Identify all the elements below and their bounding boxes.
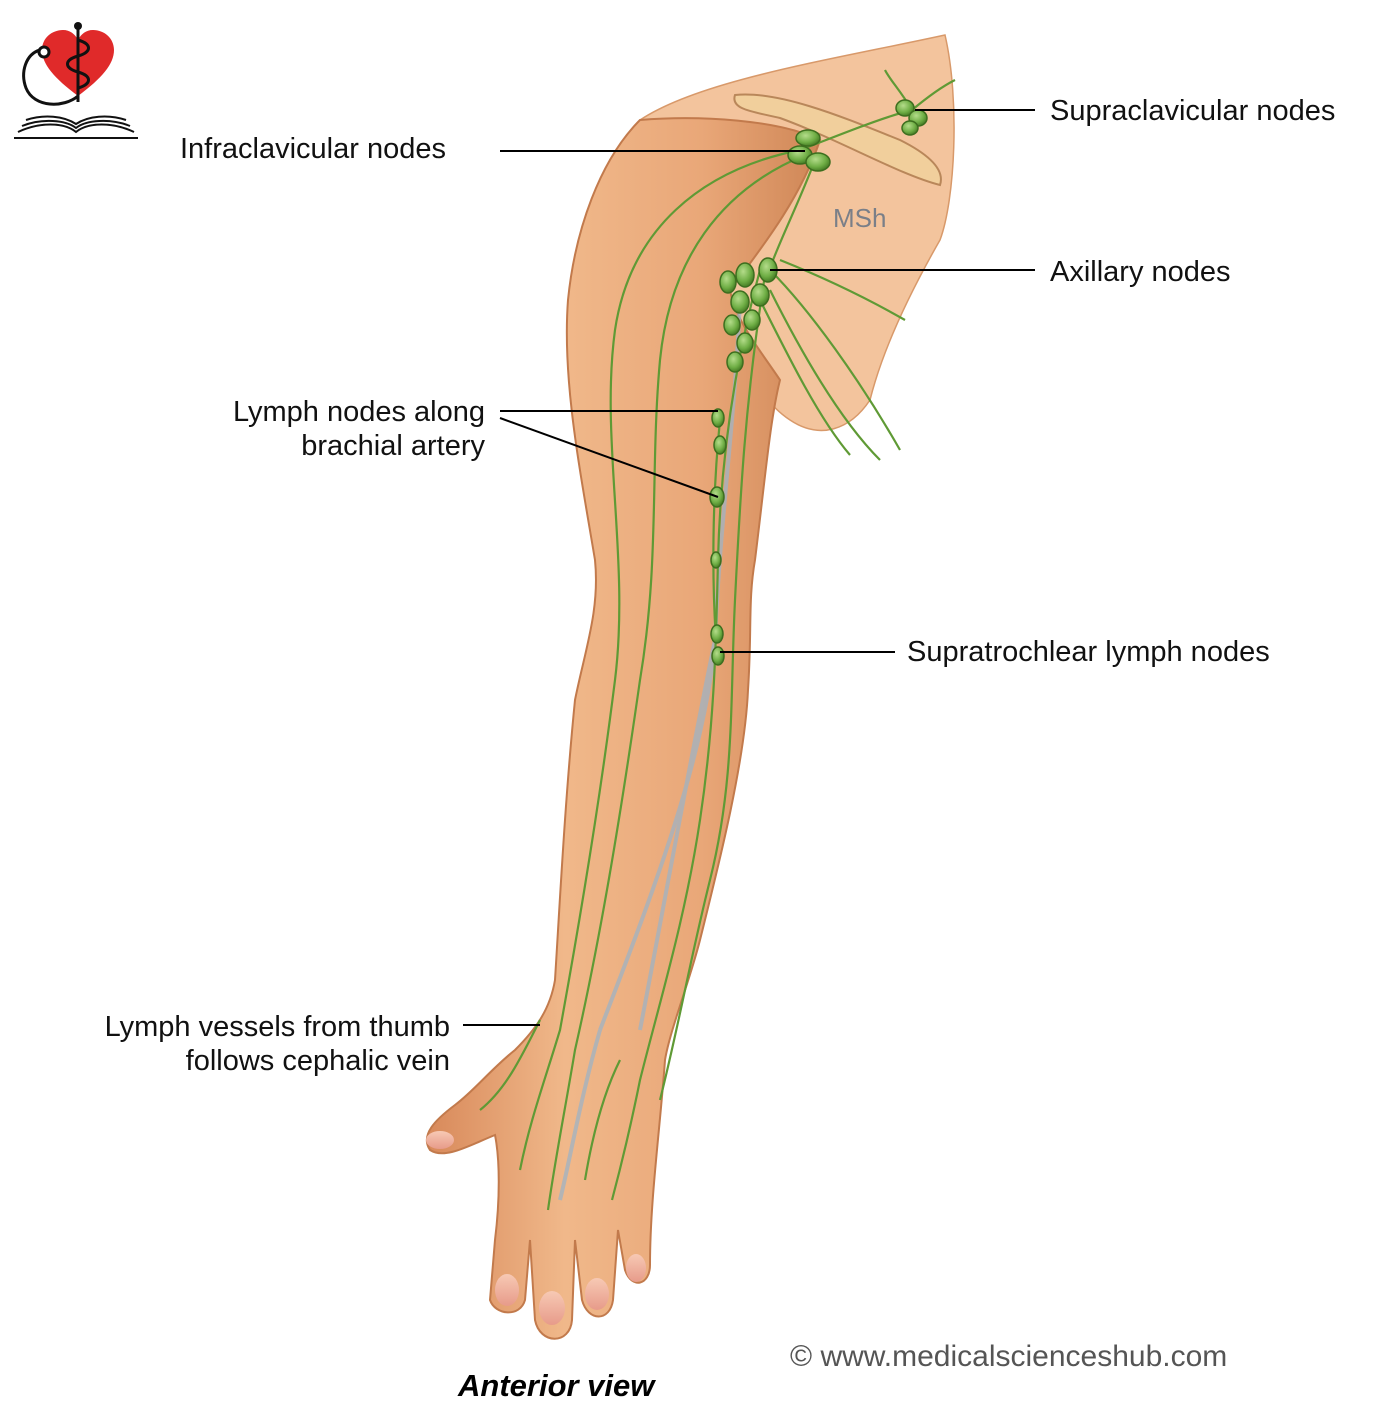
label-supraclavicular-nodes: Supraclavicular nodes (1050, 95, 1336, 127)
label-thumb-line2: follows cephalic vein (185, 1045, 450, 1077)
label-thumb-vessels: Lymph vessels from thumb follows cephali… (105, 1010, 450, 1078)
fingernail (539, 1291, 565, 1325)
watermark-text: MSh (833, 203, 887, 233)
label-brachial-nodes: Lymph nodes along brachial artery (233, 395, 485, 463)
leader-brachial-lower (499, 417, 719, 498)
stethoscope-icon (22, 48, 79, 106)
fingernail (585, 1278, 609, 1310)
infraclavicular-node (795, 129, 821, 147)
label-brachial-line2: brachial artery (301, 430, 485, 462)
axillary-node (726, 351, 744, 373)
lymph-nodes (709, 99, 928, 666)
brachial-node (710, 551, 722, 569)
infraclavicular-node (805, 152, 831, 172)
supraclavicular-node (901, 120, 919, 136)
copyright-text: © www.medicalscienceshub.com (790, 1340, 1228, 1373)
heart-caduceus-logo-icon (14, 22, 138, 139)
supraclavicular-node (895, 99, 915, 117)
leader-lines (463, 109, 1035, 1026)
open-book-icon (14, 115, 138, 139)
clavicle (733, 93, 942, 187)
axillary-node (730, 290, 750, 314)
label-thumb-line1: Lymph vessels from thumb (104, 1011, 450, 1043)
lymph-vessels (479, 69, 956, 1211)
fingernail (626, 1254, 646, 1282)
axillary-node (719, 270, 737, 294)
fingernail (495, 1274, 519, 1306)
axillary-node (743, 309, 761, 331)
axillary-node (723, 314, 741, 336)
axillary-node (736, 332, 754, 354)
axillary-node (735, 262, 755, 288)
thumb-nail (426, 1131, 454, 1149)
label-brachial-line1: Lymph nodes along (232, 396, 485, 428)
brachial-node (711, 408, 725, 428)
axillary-node (750, 283, 770, 307)
label-infraclavicular-nodes: Infraclavicular nodes (180, 133, 446, 165)
label-axillary-nodes: Axillary nodes (1050, 256, 1231, 288)
view-caption: Anterior view (458, 1368, 655, 1403)
label-supratrochlear-nodes: Supratrochlear lymph nodes (907, 636, 1270, 668)
supratrochlear-node (710, 624, 724, 644)
brachial-node (713, 435, 727, 455)
supratrochlear-node (711, 646, 725, 666)
